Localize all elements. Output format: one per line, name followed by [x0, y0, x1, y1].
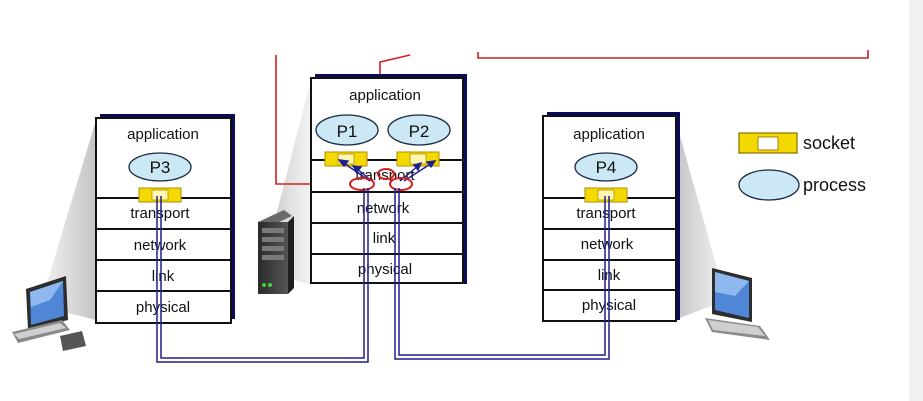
middle-layer-physical: physical — [358, 261, 412, 278]
left-layer-link: link — [152, 268, 175, 285]
process-p4 — [574, 152, 638, 182]
left-layer-application: application — [127, 126, 199, 143]
left-layer-physical: physical — [136, 299, 190, 316]
legend-socket-swatch — [738, 132, 798, 154]
process-p1 — [315, 114, 379, 146]
right-computer-icon — [705, 268, 770, 340]
left-computer-icon — [12, 276, 86, 351]
vertical-scrollbar[interactable] — [910, 0, 923, 401]
left-layer-network: network — [134, 237, 187, 254]
blue-path-p3-p1 — [156, 188, 369, 363]
process-p2 — [387, 114, 451, 146]
middle-layer-link: link — [373, 230, 396, 247]
socket-p4 — [584, 187, 628, 203]
process-p4-label: P4 — [596, 158, 617, 177]
process-p2-label: P2 — [409, 122, 430, 141]
right-layer-application: application — [573, 126, 645, 143]
right-layer-network: network — [581, 236, 634, 253]
left-host-stack — [95, 114, 235, 324]
legend-process-swatch — [738, 169, 800, 201]
legend-socket-label: socket — [803, 133, 855, 153]
blue-path-p4-p2 — [394, 188, 610, 360]
process-p3-label: P3 — [150, 158, 171, 177]
middle-layer-network: network — [357, 200, 410, 217]
left-host-cone — [40, 120, 96, 320]
process-p3 — [128, 152, 192, 182]
red-port-rings — [349, 168, 413, 191]
process-p1-label: P1 — [337, 122, 358, 141]
right-layer-transport: transport — [576, 205, 636, 222]
legend-process-label: process — [803, 175, 866, 195]
socket-p3 — [138, 187, 182, 203]
server-icon — [258, 210, 294, 294]
middle-layer-application: application — [349, 87, 421, 104]
